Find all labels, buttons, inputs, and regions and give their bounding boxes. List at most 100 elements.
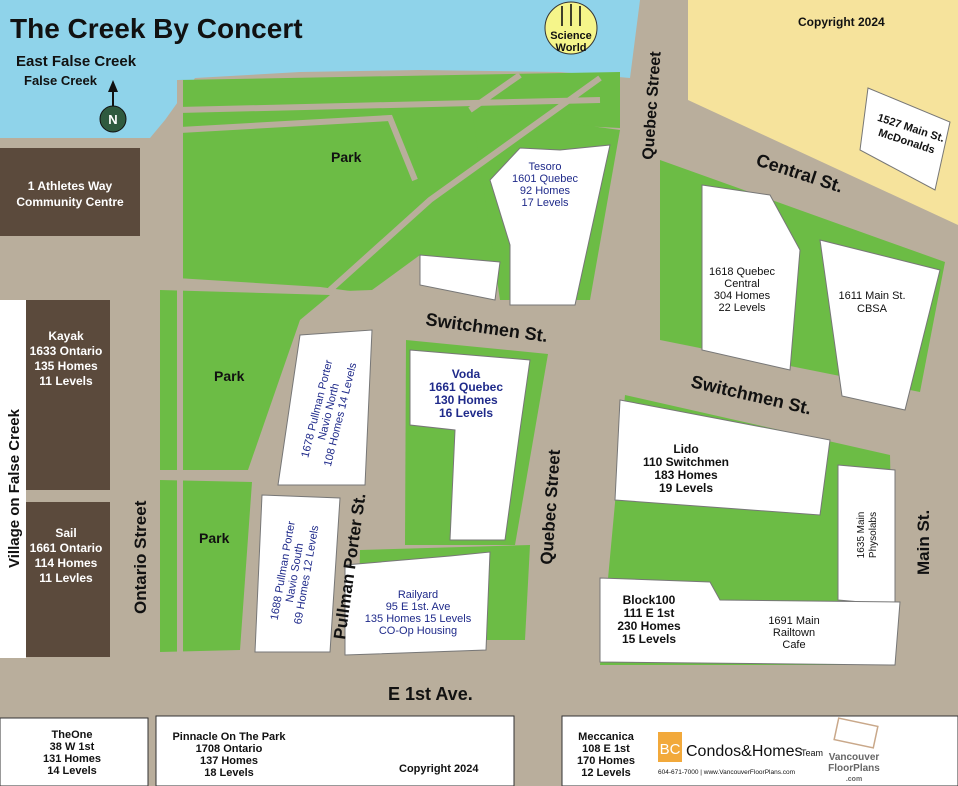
meccanica-address: 108 E 1st bbox=[582, 743, 630, 755]
central-homes: 304 Homes bbox=[714, 290, 771, 302]
theone-name: TheOne bbox=[52, 729, 93, 741]
cbsa-address: 1611 Main St. bbox=[838, 290, 905, 302]
block100-label: Block100 111 E 1st 230 Homes 15 Levels bbox=[617, 593, 681, 646]
lido-name: Lido bbox=[673, 442, 698, 456]
theone-homes: 131 Homes bbox=[43, 753, 101, 765]
pinnacle-label: Pinnacle On The Park 1708 Ontario 137 Ho… bbox=[172, 731, 286, 779]
sail-homes: 114 Homes bbox=[35, 556, 98, 570]
north-label: N bbox=[108, 112, 117, 127]
village-strip bbox=[0, 300, 26, 658]
vfp-logo-line1: Vancouver bbox=[829, 752, 880, 763]
pinnacle-address: 1708 Ontario bbox=[196, 743, 263, 755]
athletes-address: 1 Athletes Way bbox=[28, 179, 113, 193]
railtown-cafe: Cafe bbox=[782, 639, 805, 651]
tesoro-address: 1601 Quebec bbox=[512, 173, 579, 185]
meccanica-box bbox=[561, 715, 958, 786]
vfp-logo-line3: .com bbox=[846, 776, 862, 783]
copyright-bottom: Copyright 2024 bbox=[399, 763, 479, 775]
sail-building bbox=[26, 502, 110, 657]
railyard-homes: 135 Homes 15 Levels bbox=[365, 613, 472, 625]
sail-label: Sail 1661 Ontario 114 Homes 11 Levles bbox=[30, 526, 103, 585]
railtown-address: 1691 Main bbox=[768, 615, 819, 627]
park-paths bbox=[159, 72, 602, 660]
sail-address: 1661 Ontario bbox=[30, 541, 103, 555]
bc-logo-badge bbox=[658, 732, 682, 762]
lido-label: Lido 110 Switchmen 183 Homes 19 Levels bbox=[643, 442, 729, 495]
railyard-label: Railyard 95 E 1st. Ave 135 Homes 15 Leve… bbox=[365, 589, 472, 637]
meccanica-levels: 12 Levels bbox=[581, 767, 631, 779]
condos-homes-logo: Condos&Homes bbox=[686, 743, 803, 760]
meccanica-name: Meccanica bbox=[578, 731, 635, 743]
logo-contact: 604-671-7000 | www.VancouverFloorPlans.c… bbox=[658, 769, 795, 776]
physolabs-label: 1635 Main Physolabs bbox=[856, 512, 879, 559]
voda-address: 1661 Quebec bbox=[429, 380, 503, 394]
theone-box bbox=[0, 717, 149, 786]
science-world-icon bbox=[544, 1, 598, 55]
central-address: 1618 Quebec bbox=[709, 266, 776, 278]
voda-homes: 130 Homes bbox=[434, 393, 498, 407]
athletes-name: Community Centre bbox=[16, 195, 124, 209]
kayak-name: Kayak bbox=[48, 329, 84, 343]
sail-name: Sail bbox=[55, 526, 76, 540]
park-label-3: Park bbox=[199, 530, 230, 546]
kayak-homes: 135 Homes bbox=[34, 359, 98, 373]
false-creek-water bbox=[0, 0, 640, 138]
false-creek-label: False Creek bbox=[24, 73, 98, 88]
park-label-2: Park bbox=[214, 368, 245, 384]
village-label: Village on False Creek bbox=[6, 408, 23, 568]
kayak-label: Kayak 1633 Ontario 135 Homes 11 Levels bbox=[30, 329, 103, 388]
bc-logo-text: BC bbox=[660, 741, 681, 758]
railyard-name: Railyard bbox=[398, 589, 438, 601]
theone-label: TheOne 38 W 1st 131 Homes 14 Levels bbox=[43, 729, 101, 777]
tesoro-levels: 17 Levels bbox=[521, 197, 569, 209]
arrows-icon bbox=[561, 4, 581, 26]
central-name: Central bbox=[724, 278, 759, 290]
main-street: Main St. bbox=[914, 510, 933, 575]
physolabs-address: 1635 Main bbox=[856, 512, 867, 559]
kayak-address: 1633 Ontario bbox=[30, 344, 103, 358]
science-world-label-2: World bbox=[556, 42, 587, 54]
pinnacle-levels: 18 Levels bbox=[204, 767, 254, 779]
cbsa-label: 1611 Main St. CBSA bbox=[838, 290, 905, 315]
tesoro-name: Tesoro bbox=[528, 161, 561, 173]
sail-levels: 11 Levles bbox=[39, 571, 93, 585]
kayak-building bbox=[26, 300, 110, 490]
kayak-levels: 11 Levels bbox=[39, 374, 93, 388]
meccanica-homes: 170 Homes bbox=[577, 755, 635, 767]
central-label: 1618 Quebec Central 304 Homes 22 Levels bbox=[709, 266, 776, 314]
pinnacle-name: Pinnacle On The Park bbox=[172, 731, 286, 743]
vfp-logo-icon bbox=[833, 717, 879, 749]
lido-address: 110 Switchmen bbox=[643, 455, 729, 469]
physolabs-name: Physolabs bbox=[868, 512, 879, 558]
railtown-name: Railtown bbox=[773, 627, 815, 639]
voda-label: Voda 1661 Quebec 130 Homes 16 Levels bbox=[429, 367, 503, 420]
north-compass-icon bbox=[99, 80, 127, 133]
cbsa-name: CBSA bbox=[857, 303, 888, 315]
block100-homes: 230 Homes bbox=[617, 619, 681, 633]
meccanica-label: Meccanica 108 E 1st 170 Homes 12 Levels bbox=[577, 731, 635, 779]
tesoro-label: Tesoro 1601 Quebec 92 Homes 17 Levels bbox=[512, 161, 579, 209]
athletes-label: 1 Athletes Way Community Centre bbox=[16, 179, 124, 209]
theone-address: 38 W 1st bbox=[50, 741, 95, 753]
tesoro-homes: 92 Homes bbox=[520, 185, 571, 197]
voda-name: Voda bbox=[452, 367, 481, 381]
science-world-label: Science bbox=[550, 30, 592, 42]
lido-homes: 183 Homes bbox=[654, 468, 718, 482]
block100-levels: 15 Levels bbox=[622, 632, 676, 646]
railtown-label: 1691 Main Railtown Cafe bbox=[768, 615, 819, 651]
block100-address: 111 E 1st bbox=[624, 606, 675, 620]
lido-levels: 19 Levels bbox=[659, 481, 713, 495]
vfp-logo: Vancouver FloorPlans .com bbox=[828, 752, 880, 783]
condos-homes-team: Team bbox=[801, 748, 823, 758]
white-buildings bbox=[254, 87, 951, 666]
first-avenue: E 1st Ave. bbox=[388, 684, 473, 704]
vfp-logo-line2: FloorPlans bbox=[828, 763, 880, 774]
pinnacle-homes: 137 Homes bbox=[200, 755, 258, 767]
railyard-type: CO-Op Housing bbox=[379, 625, 457, 637]
athletes-way-centre bbox=[0, 148, 140, 236]
mcdonalds-lot bbox=[688, 0, 958, 225]
park-label-1: Park bbox=[331, 149, 362, 165]
central-levels: 22 Levels bbox=[718, 302, 766, 314]
map-title: The Creek By Concert bbox=[10, 13, 303, 44]
theone-levels: 14 Levels bbox=[47, 765, 97, 777]
